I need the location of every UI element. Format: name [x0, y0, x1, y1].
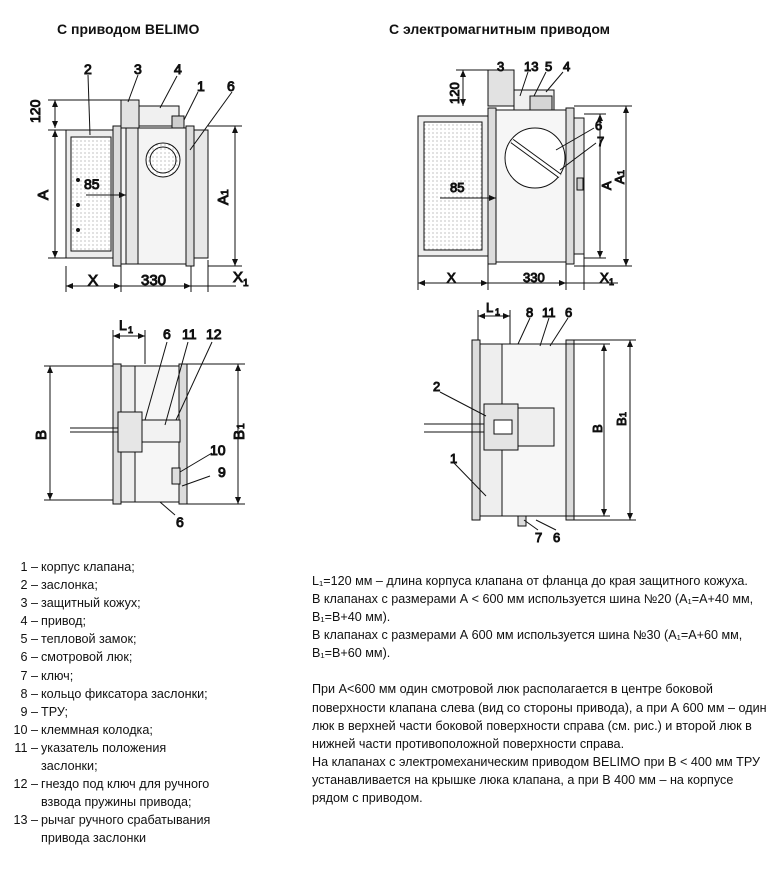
note-paragraph: L₁=120 мм – длина корпуса клапана от фла…: [312, 574, 748, 588]
dim-l1-sub-belimo: 1: [128, 325, 133, 335]
callout-7-em-bottom: 7: [535, 530, 542, 545]
callout-4-belimo: 4: [174, 61, 182, 77]
callout-2-belimo: 2: [84, 61, 92, 77]
callout-10-belimo: 10: [210, 442, 226, 458]
callout-3-belimo: 3: [134, 61, 142, 77]
dim-a1-sub-em: 1: [616, 170, 626, 175]
belimo-top-view: [44, 330, 245, 516]
callout-1-em: 1: [450, 451, 457, 466]
technical-drawings: 120 A 85 X 330 X 1 A 1 2 3 4 1 6 L 1 6 1…: [27, 59, 636, 546]
belimo-side-view: [48, 74, 242, 292]
dim-x1-em: X: [600, 270, 609, 285]
legend-item: 6 –смотровой люк;: [20, 650, 133, 665]
note-spacer: [312, 662, 768, 680]
dim-a-belimo: A: [35, 190, 52, 200]
callout-13-em: 13: [524, 59, 538, 74]
dim-a1-belimo: A: [215, 195, 232, 205]
legend-item: 2 –заслонка;: [20, 578, 98, 593]
dim-a1-sub-belimo: 1: [220, 189, 231, 195]
callout-6-em: 6: [595, 118, 602, 133]
dim-l1-belimo: L: [119, 317, 127, 333]
callout-1-belimo: 1: [197, 78, 205, 94]
dim-b-em: B: [590, 424, 605, 433]
note-paragraph: В клапанах с размерами А 600 мм использу…: [312, 628, 743, 661]
dim-120-em: 120: [447, 82, 462, 104]
dim-85-belimo: 85: [84, 176, 100, 192]
dim-b1-sub-em: 1: [618, 412, 628, 417]
dim-b1-em: B: [614, 417, 629, 426]
callout-11-em: 11: [542, 305, 556, 320]
dim-x1-belimo: X: [233, 269, 243, 286]
legend-item: 13 –рычаг ручного срабатывания привода з…: [13, 813, 211, 846]
callout-6-belimo-top: 6: [163, 326, 171, 342]
dim-x1-sub-em: 1: [609, 277, 614, 287]
dim-l1-sub-em: 1: [495, 307, 500, 317]
callout-12-belimo: 12: [206, 326, 222, 342]
title-electromagnetic: С электромагнитным приводом: [389, 21, 611, 37]
note-paragraph: При А<600 мм один смотровой люк располаг…: [312, 682, 767, 751]
callout-6-em-bottom: 6: [553, 530, 560, 545]
callout-9-belimo: 9: [218, 464, 226, 480]
dim-330-em: 330: [523, 270, 545, 285]
dim-x-em: X: [447, 270, 456, 285]
dim-330-belimo: 330: [141, 272, 166, 289]
legend-item: 3 –защитный кожух;: [20, 596, 141, 611]
legend-item: 7 –ключ;: [20, 668, 74, 683]
legend-item: 1 –корпус клапана;: [20, 560, 135, 574]
legend-item: 8 –кольцо фиксатора заслонки;: [20, 686, 208, 701]
dim-b1-belimo: B: [231, 430, 248, 440]
callout-6-belimo-bottom: 6: [176, 514, 184, 530]
parts-legend: 1 –корпус клапана; 2 –заслонка; 3 –защит…: [0, 558, 300, 848]
dim-a1-em: A: [612, 175, 627, 184]
electromagnetic-top-view: [424, 310, 636, 531]
legend-item: 11 –указатель положения заслонки;: [14, 740, 167, 774]
callout-2-em: 2: [433, 379, 440, 394]
callout-8-em: 8: [526, 305, 533, 320]
dim-b1-sub-belimo: 1: [236, 423, 247, 429]
dim-b-belimo: B: [33, 430, 50, 440]
note-paragraph: В клапанах с размерами А < 600 мм исполь…: [312, 592, 754, 625]
legend-item: 5 –тепловой замок;: [20, 632, 137, 647]
dim-85-em: 85: [450, 180, 464, 195]
electromagnetic-side-view: [417, 69, 632, 290]
title-belimo: С приводом BELIMO: [57, 21, 200, 37]
legend-item: 4 –привод;: [20, 614, 86, 629]
callout-6-belimo: 6: [227, 78, 235, 94]
dim-x-belimo: X: [88, 272, 98, 289]
legend-item: 12 –гнездо под ключ для ручного взвода п…: [13, 777, 210, 810]
callout-6-em-top: 6: [565, 305, 572, 320]
callout-4-em: 4: [563, 59, 570, 74]
dim-a-em: A: [599, 181, 614, 190]
legend-item: 10 –клеммная колодка;: [13, 722, 153, 737]
callout-3-em: 3: [497, 59, 504, 74]
dim-x1-sub-belimo: 1: [243, 278, 249, 289]
callout-5-em: 5: [545, 59, 552, 74]
callout-7-em: 7: [597, 134, 604, 149]
note-paragraph: На клапанах с электромеханическим привод…: [312, 754, 760, 806]
legend-item: 9 –ТРУ;: [20, 704, 69, 719]
dim-120-belimo: 120: [27, 99, 43, 123]
callout-11-belimo: 11: [182, 326, 197, 342]
dim-l1-em: L: [486, 300, 493, 315]
notes-block: L₁=120 мм – длина корпуса клапана от фла…: [312, 572, 768, 807]
